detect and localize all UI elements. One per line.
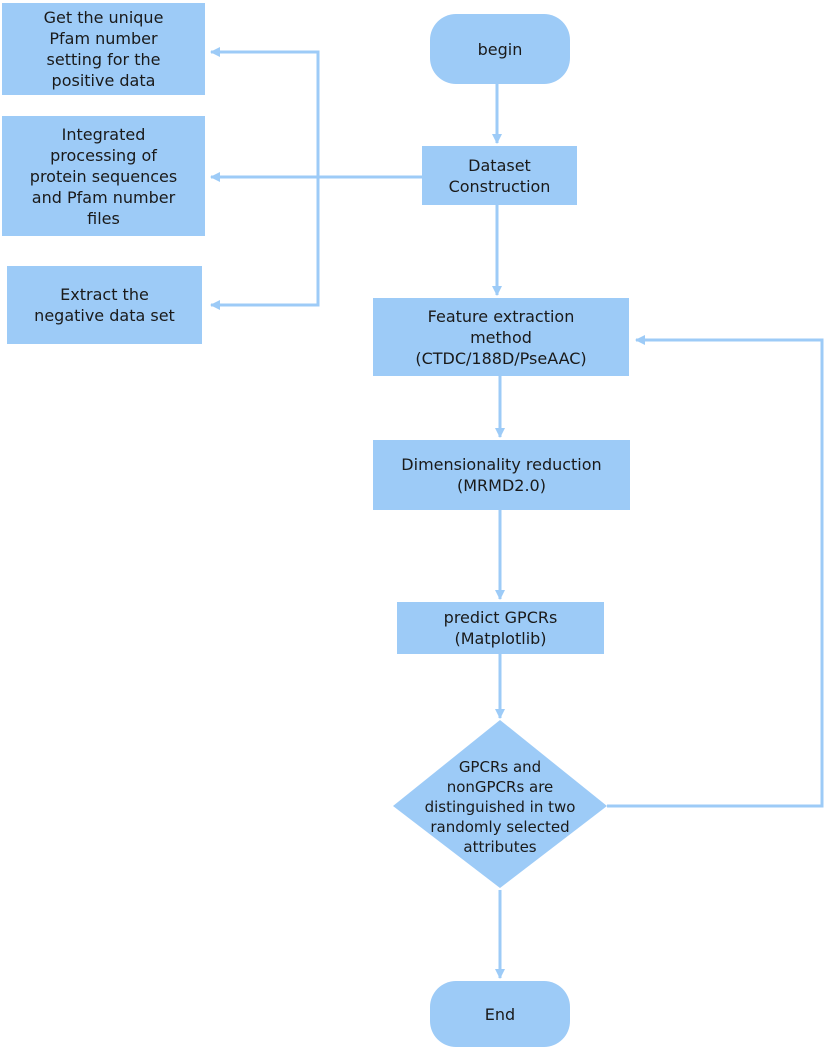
arrow-loop-back-to-feature bbox=[607, 335, 824, 808]
arrow-branch-to-negative bbox=[210, 177, 320, 310]
negative-data-node: Extract the negative data set bbox=[7, 266, 202, 344]
negative-data-label: Extract the negative data set bbox=[34, 285, 175, 325]
dataset-construction-node: Dataset Construction bbox=[422, 146, 577, 205]
arrow-branch-to-pfam bbox=[210, 47, 320, 177]
dimensionality-reduction-label: Dimensionality reduction (MRMD2.0) bbox=[401, 455, 602, 495]
predict-gpcrs-node: predict GPCRs (Matplotlib) bbox=[397, 602, 604, 654]
decision-label-box: GPCRs and nonGPCRs are distinguished in … bbox=[413, 752, 587, 862]
feature-extraction-label: Feature extraction method (CTDC/188D/Pse… bbox=[415, 306, 587, 368]
predict-gpcrs-label: predict GPCRs (Matplotlib) bbox=[443, 608, 558, 648]
decision-label: GPCRs and nonGPCRs are distinguished in … bbox=[424, 758, 576, 856]
dimensionality-reduction-node: Dimensionality reduction (MRMD2.0) bbox=[373, 440, 630, 510]
decision-diamond bbox=[393, 720, 607, 888]
end-label: End bbox=[484, 1004, 516, 1024]
begin-node: begin bbox=[430, 14, 570, 84]
dataset-construction-label: Dataset Construction bbox=[448, 155, 551, 196]
feature-extraction-node: Feature extraction method (CTDC/188D/Pse… bbox=[373, 298, 629, 376]
pfam-number-label: Get the unique Pfam number setting for t… bbox=[43, 8, 164, 90]
pfam-number-node: Get the unique Pfam number setting for t… bbox=[2, 3, 205, 95]
integrated-processing-node: Integrated processing of protein sequenc… bbox=[2, 116, 205, 236]
begin-label: begin bbox=[477, 39, 523, 59]
end-node: End bbox=[430, 981, 570, 1047]
integrated-processing-label: Integrated processing of protein sequenc… bbox=[29, 124, 178, 228]
